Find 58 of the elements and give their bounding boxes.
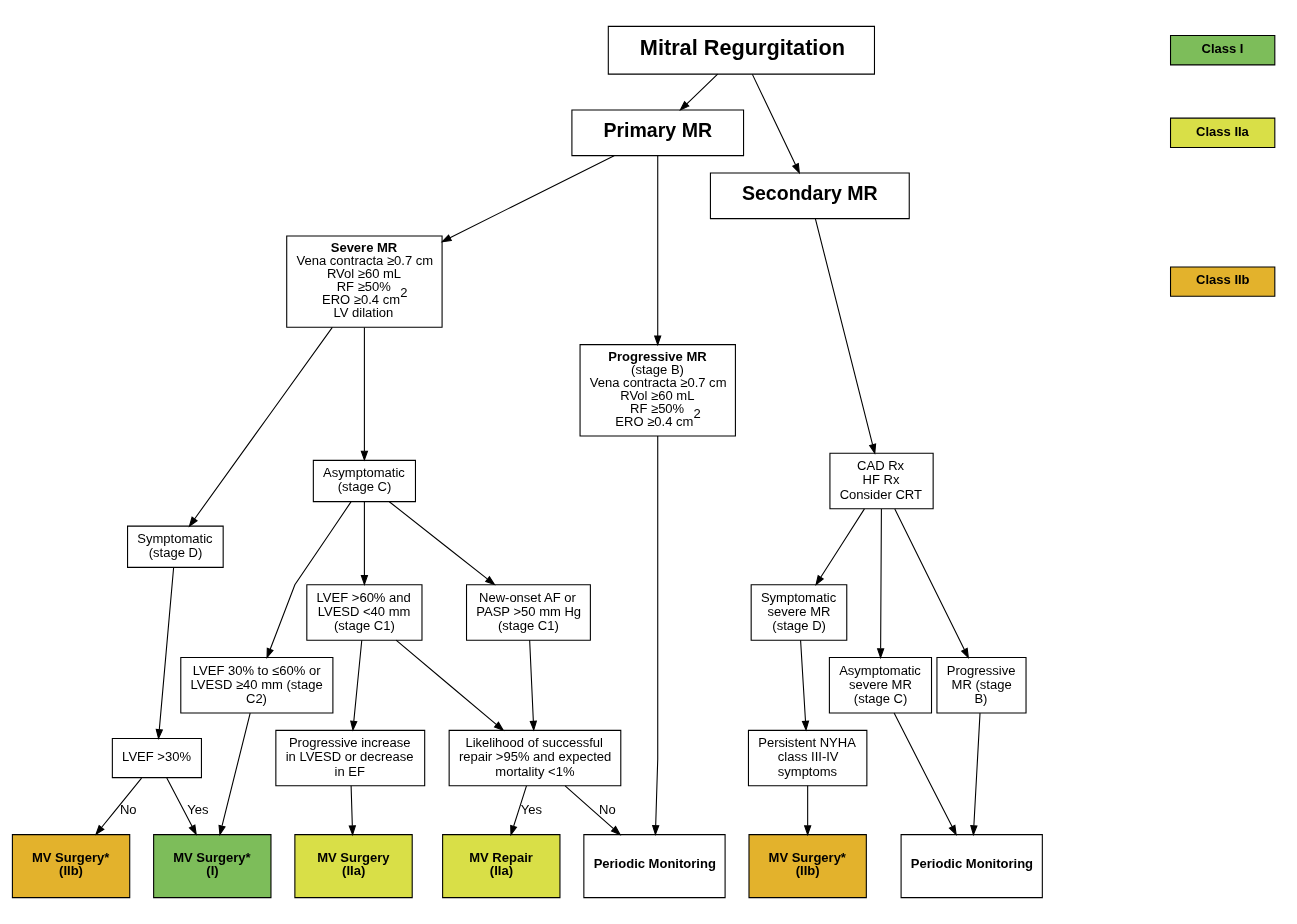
- node-box: Symptomatic severe MR (stage D): [750, 584, 848, 641]
- arrow: [815, 508, 865, 586]
- arrow: [395, 639, 505, 732]
- arrow: [510, 785, 527, 837]
- arrow: [803, 785, 812, 837]
- node-box: Secondary MR: [709, 172, 910, 220]
- node-box: MV Repair (IIa): [442, 834, 561, 899]
- arrow: [95, 777, 143, 836]
- node-box: MV Surgery (IIa): [294, 834, 413, 899]
- arrow: [360, 326, 369, 462]
- edge-label: No: [599, 801, 616, 817]
- arrow: [440, 155, 615, 243]
- node-box: LVEF >30%: [111, 737, 202, 779]
- node-box: LVEF >60% and LVESD <40 mm (stage C1): [306, 584, 423, 641]
- edge-label: Yes: [187, 801, 209, 817]
- arrow: [166, 777, 197, 836]
- arrow: [814, 218, 877, 455]
- node-box: MV Surgery* (IIb): [748, 834, 867, 899]
- edge-label: Yes: [520, 801, 543, 817]
- node-box: Persistent NYHA class III-IV symptoms: [747, 729, 868, 787]
- node-box: New-onset AF or PASP >50 mm Hg (stage C1): [465, 584, 591, 641]
- arrow: [894, 508, 970, 659]
- node-box: Asymptomatic severe MR (stage C): [828, 657, 933, 714]
- node-box: Periodic Monitoring: [900, 834, 1043, 899]
- arrow: [679, 73, 719, 112]
- arrow: [218, 712, 251, 837]
- node-box: LVEF 30% to ≤60% or LVESD ≥40 mm (stage C2): [180, 657, 334, 714]
- arrow: [653, 155, 662, 347]
- arrow: [564, 785, 622, 836]
- edge-label: No: [119, 801, 137, 817]
- arrow: [800, 639, 810, 732]
- node-box: Likelihood of successful repair >95% and expected mortality <1%: [448, 729, 622, 787]
- node-box: Symptomatic (stage D): [127, 525, 224, 568]
- node-box: Progressive increase in LVESD or decrease in EF: [275, 729, 426, 787]
- arrow: [188, 326, 333, 528]
- arrow: [970, 712, 981, 837]
- arrow: [751, 73, 801, 175]
- arrow: [529, 639, 538, 732]
- node-box: Primary MR: [571, 109, 745, 157]
- node-box: CAD Rx HF Rx Consider CRT: [829, 452, 934, 510]
- node-box: Mitral Regurgitation: [607, 25, 876, 75]
- arrow: [350, 639, 363, 732]
- arrow: [155, 566, 175, 741]
- arrow: [651, 435, 660, 837]
- legend-label: Class IIa: [1196, 123, 1249, 139]
- node-box: MV Surgery* (IIb): [11, 834, 131, 899]
- arrow: [360, 501, 369, 586]
- arrow: [876, 508, 885, 660]
- legend-label: Class I: [1201, 41, 1244, 57]
- legend-label: Class IIb: [1196, 272, 1250, 288]
- node-box: Progressive MR (stage B): [936, 657, 1027, 714]
- arrow: [348, 785, 357, 837]
- node-box: Periodic Monitoring: [583, 834, 726, 899]
- arrow: [266, 501, 352, 660]
- arrow: [388, 501, 496, 586]
- node-box: Asymptomatic (stage C): [312, 459, 416, 503]
- arrow: [893, 712, 957, 836]
- node-box: MV Surgery* (I): [153, 834, 272, 899]
